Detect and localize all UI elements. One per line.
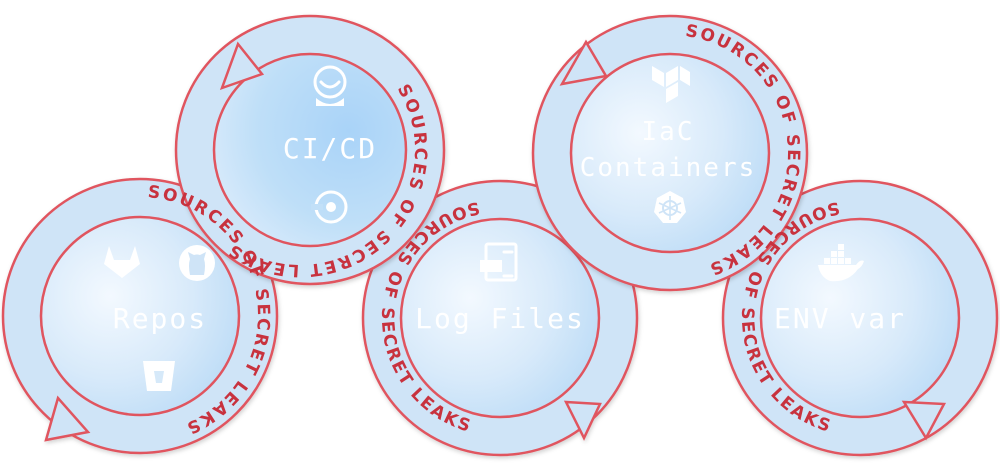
kubernetes-icon	[654, 191, 686, 223]
terraform-icon	[652, 66, 690, 103]
logs-arrow	[563, 400, 602, 441]
env-arrow	[901, 400, 947, 441]
jenkins-icon	[313, 65, 347, 106]
cicd-ring	[174, 14, 446, 286]
env-label: ENV var	[774, 302, 906, 335]
docker-icon	[818, 244, 864, 282]
gitlab-icon	[104, 246, 140, 278]
cicd-arrow	[219, 41, 265, 91]
repos-label: Repos	[113, 302, 207, 335]
repos-arrow	[44, 395, 91, 442]
iac-ring	[531, 14, 809, 292]
iac-label-line2: Containers	[580, 153, 757, 183]
env-ring	[721, 179, 999, 457]
iac-arrow	[559, 39, 608, 86]
bitbucket-icon	[143, 361, 175, 391]
circleci-icon	[311, 190, 348, 224]
logs-label: Log Files	[415, 302, 585, 335]
logs-ring	[361, 179, 639, 457]
github-icon	[179, 245, 215, 281]
cicd-label: CI/CD	[283, 132, 377, 165]
log-file-icon	[480, 242, 518, 282]
iac-label-line1: IaC	[642, 117, 695, 147]
